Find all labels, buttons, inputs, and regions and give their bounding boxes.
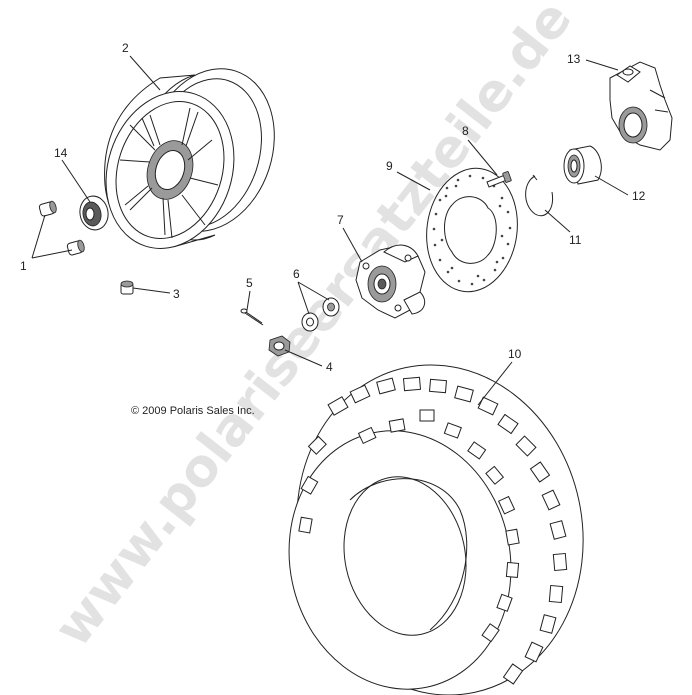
leader-3: [132, 287, 171, 294]
wheel-rim: [104, 68, 275, 249]
cotter-pin: [240, 308, 264, 326]
callout-9: 9: [386, 159, 393, 173]
callout-10: 10: [508, 347, 522, 361]
leader-8: [467, 139, 498, 176]
leader-12: [594, 175, 629, 196]
callout-7: 7: [337, 213, 344, 227]
leader-13: [585, 59, 619, 71]
leader-11: [544, 209, 571, 233]
leader-7: [342, 227, 363, 263]
leader-5: [246, 290, 251, 311]
leader-1: [31, 214, 73, 259]
wheel-stud: [486, 171, 512, 188]
tire: [288, 364, 584, 695]
washer-inner: [322, 297, 340, 317]
callout-5: 5: [246, 276, 253, 290]
lug-cap-lower: [66, 239, 85, 256]
callout-11: 11: [569, 233, 582, 247]
wheel-bearing: [563, 145, 602, 185]
leader-lines: [31, 55, 629, 406]
callout-6: 6: [293, 267, 300, 281]
callout-14: 14: [54, 146, 68, 160]
callout-13: 13: [567, 52, 581, 66]
leader-14: [61, 159, 91, 203]
lug-cap-upper: [38, 200, 57, 217]
callout-3: 3: [173, 287, 180, 301]
leader-4: [284, 349, 323, 367]
castle-nut: [268, 335, 291, 357]
callout-2: 2: [122, 41, 129, 55]
callout-4: 4: [326, 360, 333, 374]
washer-outer: [301, 312, 319, 332]
leader-6: [297, 281, 330, 315]
steering-knuckle: [609, 61, 673, 151]
valve-stem: [120, 280, 134, 295]
snap-ring: [525, 174, 554, 217]
callout-1: 1: [20, 259, 27, 273]
callouts: 1 2 3 4 5 6 7 8 9 10 11 12 13 14: [20, 41, 646, 374]
leader-2: [129, 55, 161, 91]
leader-9: [396, 171, 431, 191]
tire-tread-blocks: [298, 376, 568, 685]
brake-disc: [426, 167, 518, 293]
leader-10: [477, 361, 513, 406]
hub-insert: [79, 195, 109, 231]
copyright-notice: © 2009 Polaris Sales Inc.: [131, 405, 255, 417]
callout-8: 8: [462, 124, 469, 138]
callout-12: 12: [632, 189, 646, 203]
wheel-hub: [355, 244, 426, 319]
